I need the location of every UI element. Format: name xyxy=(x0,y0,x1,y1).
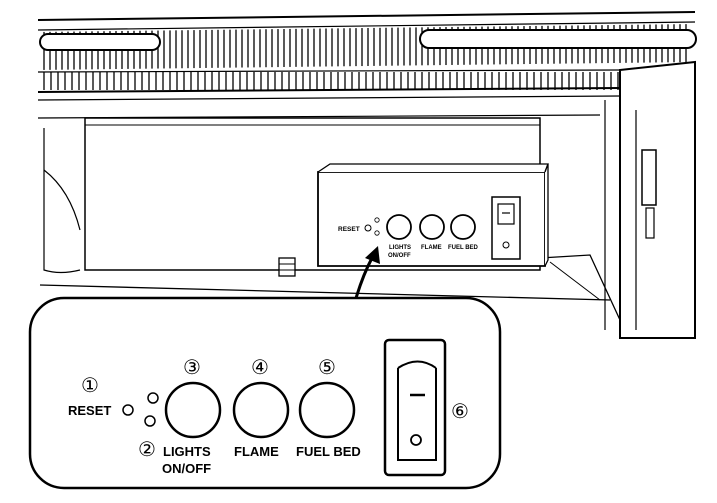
marker-5: ⑤ xyxy=(318,355,336,379)
marker-6: ⑥ xyxy=(451,399,469,423)
right-grille-bar xyxy=(419,29,697,49)
lights-on-off-button[interactable] xyxy=(164,381,222,439)
small-led-top xyxy=(374,217,380,223)
switch-off-mark xyxy=(410,434,422,446)
small-flame-button[interactable] xyxy=(419,214,445,240)
led-indicator-bottom xyxy=(144,415,156,427)
reset-button[interactable] xyxy=(122,404,134,416)
heater-grille xyxy=(37,11,697,339)
callout-labels: RESET LIGHTS ON/OFF FLAME FUEL BED xyxy=(68,403,361,476)
flame-button[interactable] xyxy=(232,381,290,439)
lights-label: LIGHTS xyxy=(163,444,211,459)
left-grille-bar xyxy=(39,33,161,51)
reset-label: RESET xyxy=(68,403,111,418)
marker-2: ② xyxy=(138,437,156,461)
small-fuel-bed-button[interactable] xyxy=(450,214,476,240)
small-flame-label: FLAME xyxy=(421,245,442,251)
control-box-small xyxy=(317,163,549,267)
small-lights-button[interactable] xyxy=(386,214,412,240)
power-rocker-switch[interactable] xyxy=(383,338,447,477)
flame-label: FLAME xyxy=(234,444,279,459)
small-onoff-label: ON/OFF xyxy=(388,253,411,259)
small-lights-label: LIGHTS xyxy=(389,245,411,251)
small-reset-button[interactable] xyxy=(364,224,372,232)
fuel-bed-button[interactable] xyxy=(298,381,356,439)
small-fuel-bed-label: FUEL BED xyxy=(448,245,479,251)
callout-panel xyxy=(28,296,502,490)
marker-4: ④ xyxy=(251,355,269,379)
callout-markers: ① ② ③ ④ ⑤ ⑥ xyxy=(81,355,469,461)
small-led-bottom xyxy=(374,230,380,236)
marker-1: ① xyxy=(81,373,99,397)
on-off-label: ON/OFF xyxy=(162,461,211,476)
fuel-bed-label: FUEL BED xyxy=(296,444,361,459)
marker-3: ③ xyxy=(183,355,201,379)
small-panel-labels: RESET LIGHTS ON/OFF FLAME FUEL BED xyxy=(338,226,479,259)
led-indicator-top xyxy=(147,392,159,404)
small-reset-label: RESET xyxy=(338,226,360,233)
